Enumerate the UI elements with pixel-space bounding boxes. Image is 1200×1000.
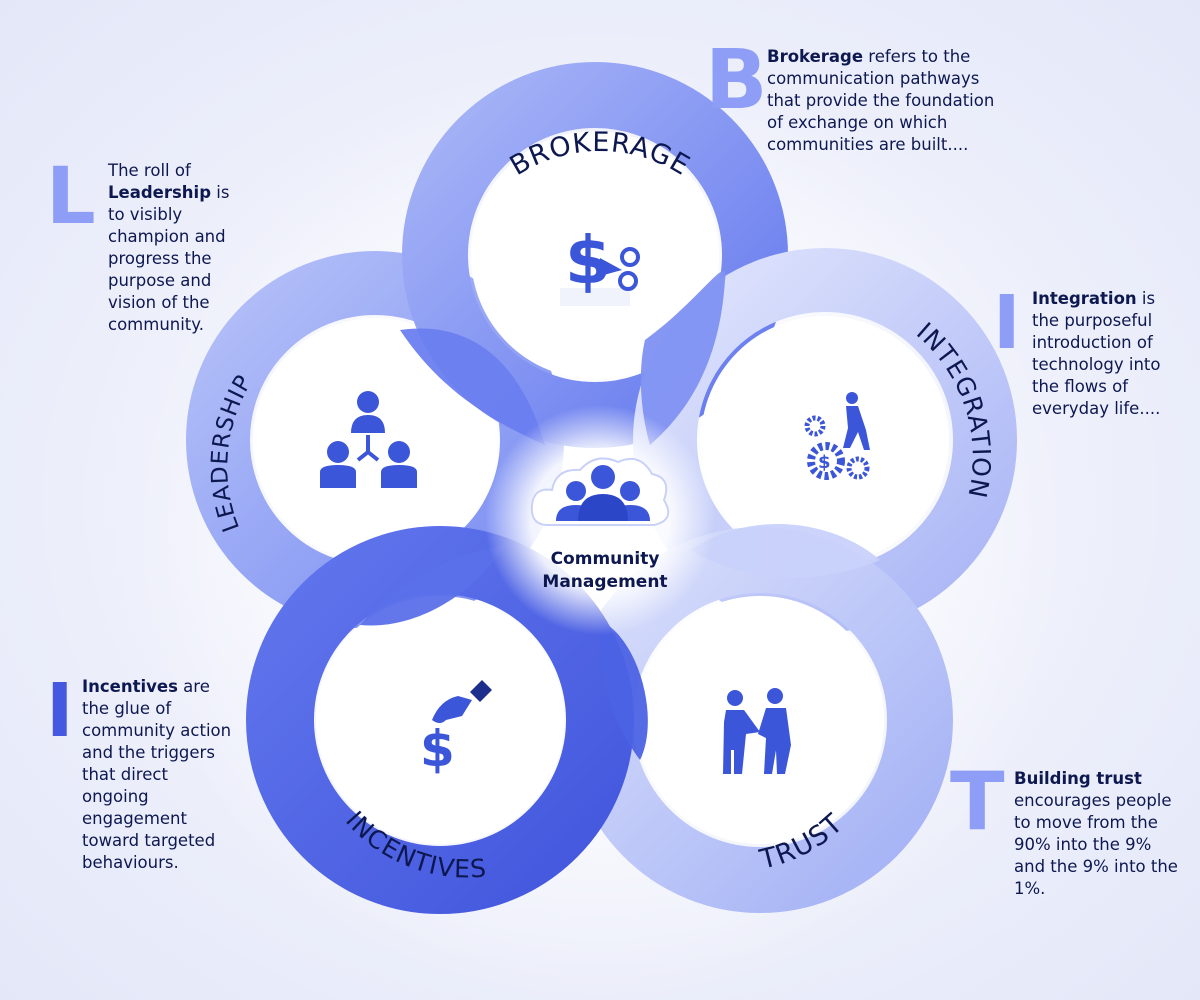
center-label-line1: Community <box>550 549 660 569</box>
dollar-scissors-icon: $ <box>560 222 640 306</box>
description-integration-text: is the purposeful introduction of techno… <box>1032 289 1161 418</box>
center-label: Community Management <box>520 548 690 594</box>
description-integration-bold: Integration <box>1032 289 1137 308</box>
center-label-line2: Management <box>542 572 668 592</box>
hierarchy-people-icon <box>320 391 417 488</box>
inner-petals <box>360 270 880 760</box>
description-leadership-text: is to visibly champion and progress the … <box>108 183 230 334</box>
description-brokerage: Brokerage refers to the communication pa… <box>767 46 997 156</box>
svg-text:$: $ <box>818 452 831 473</box>
letter-brokerage: B <box>705 33 768 128</box>
svg-text:$: $ <box>420 720 455 778</box>
description-leadership-pre: The roll of <box>108 161 191 180</box>
description-brokerage-bold: Brokerage <box>767 47 864 66</box>
letter-incentives: I <box>46 668 74 754</box>
description-incentives-text: are the glue of community action and the… <box>82 677 232 872</box>
community-group-icon <box>530 457 670 526</box>
description-integration: Integration is the purposeful introducti… <box>1032 288 1182 420</box>
letter-integration: I <box>993 280 1021 366</box>
handshake-icon <box>723 688 791 774</box>
description-incentives-bold: Incentives <box>82 677 178 696</box>
hand-dollar-icon: $ <box>420 680 492 778</box>
description-brokerage-text: refers to the communication pathways tha… <box>767 47 995 154</box>
description-trust-bold: Building trust <box>1014 769 1142 788</box>
description-trust-text: encourages people to move from the 90% i… <box>1014 791 1178 898</box>
letter-trust: T <box>950 755 1005 848</box>
description-leadership: The roll of Leadership is to visibly cha… <box>108 160 243 336</box>
gears-person-icon: $ <box>804 392 870 480</box>
description-trust: Building trust encourages people to move… <box>1014 768 1184 900</box>
description-leadership-bold: Leadership <box>108 183 212 202</box>
letter-leadership: L <box>46 152 96 242</box>
description-incentives: Incentives are the glue of community act… <box>82 676 232 874</box>
